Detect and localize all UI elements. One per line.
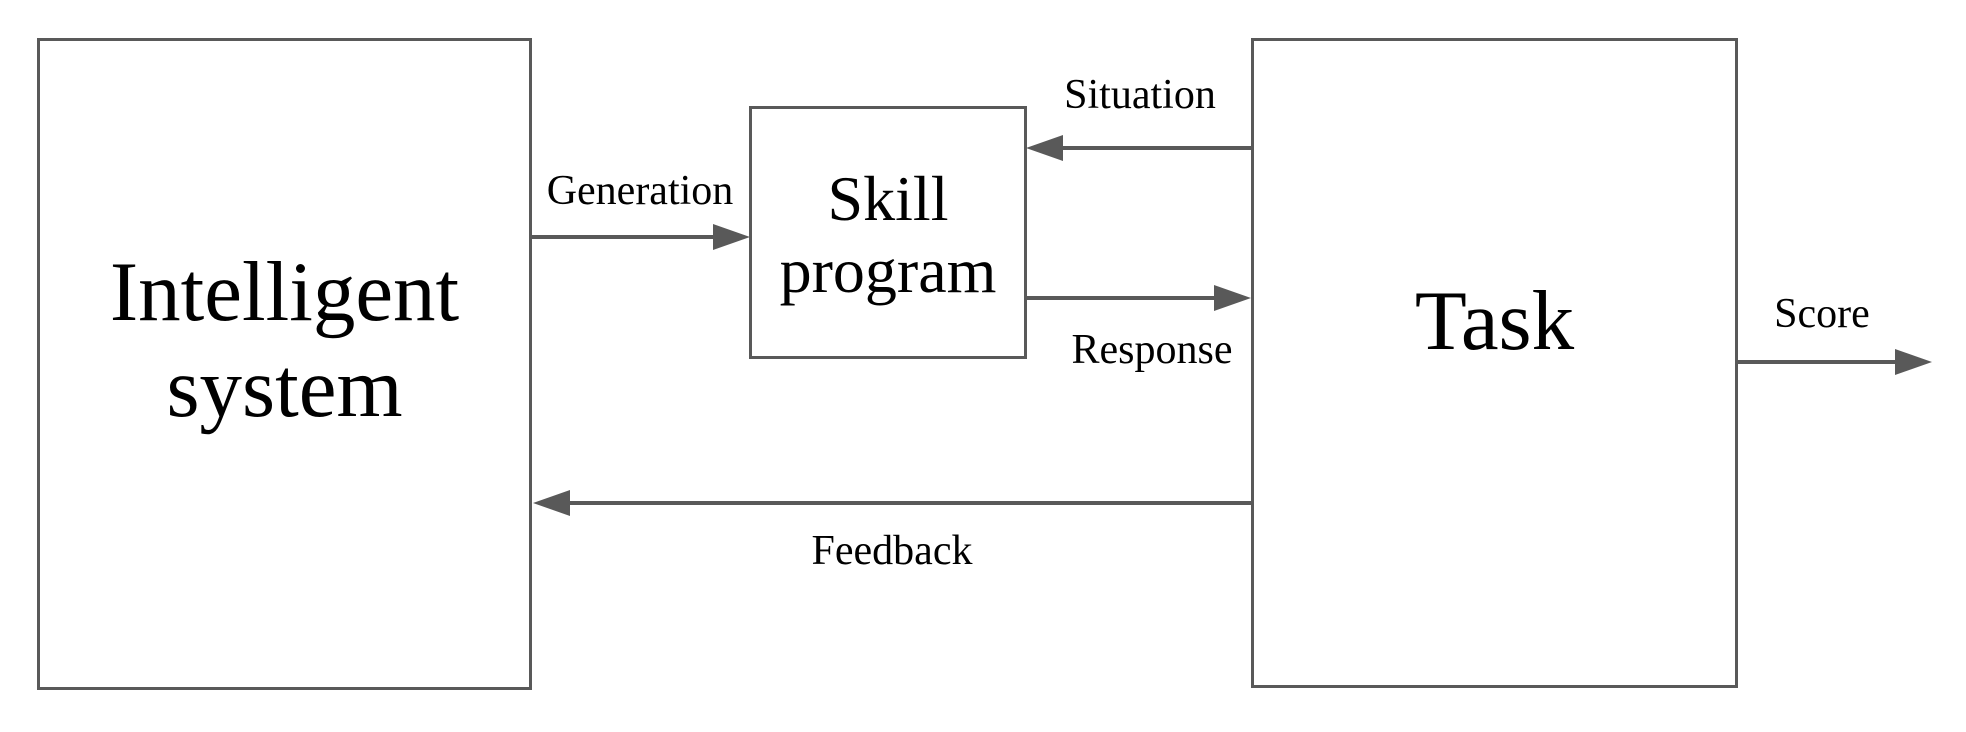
generation-arrowhead-icon [713, 224, 750, 250]
response-arrow-label: Response [1071, 327, 1233, 373]
feedback-arrowhead-icon [533, 490, 570, 516]
situation-arrowhead-icon [1026, 135, 1063, 161]
generation-arrow-label: Generation [546, 168, 734, 214]
response-arrow-shaft [1027, 296, 1217, 300]
skill-program-box: Skill program [749, 106, 1027, 359]
task-box: Task [1251, 38, 1738, 688]
task-label: Task [1414, 274, 1575, 368]
generation-arrow-shaft [532, 235, 716, 239]
intelligent-system-box: Intelligent system [37, 38, 532, 690]
situation-arrow-label: Situation [1064, 72, 1216, 118]
intelligent-system-label: Intelligent system [109, 245, 460, 435]
score-arrow-shaft [1738, 360, 1898, 364]
feedback-arrow-label: Feedback [811, 528, 973, 574]
skill-program-label: Skill program [779, 162, 997, 306]
response-arrowhead-icon [1214, 285, 1251, 311]
feedback-arrow-shaft [567, 501, 1252, 505]
score-arrowhead-icon [1895, 349, 1932, 375]
situation-arrow-shaft [1060, 146, 1252, 150]
score-arrow-label: Score [1774, 291, 1870, 337]
